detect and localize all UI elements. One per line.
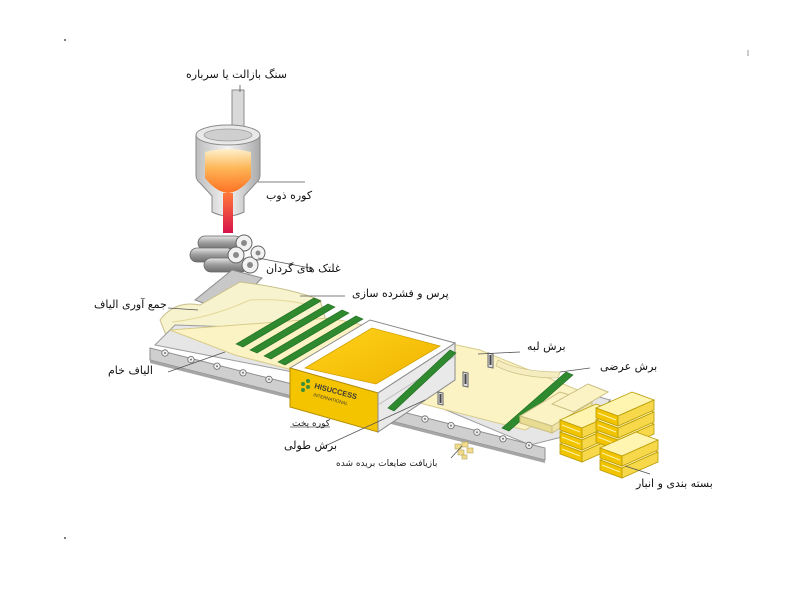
conveyor-roller-hub bbox=[528, 444, 530, 447]
spinning-rollers bbox=[189, 234, 266, 274]
label-basalt-stone: سنگ بازالت یا سرباره bbox=[186, 68, 287, 81]
label-edge-cut: برش لبه bbox=[527, 340, 566, 353]
label-packaging-storage: بسته بندی و انبار bbox=[636, 477, 713, 490]
press-bar bbox=[249, 303, 336, 354]
label-press-compression: پرس و فشرده سازی bbox=[352, 287, 449, 300]
press-bar bbox=[263, 309, 350, 360]
corner-mark bbox=[64, 537, 66, 539]
label-spinning-rollers: غلتک های گردان bbox=[266, 262, 341, 275]
corner-mark bbox=[64, 39, 66, 41]
label-longitudinal-cut: برش طولی bbox=[284, 439, 338, 452]
press-bar-exit bbox=[387, 349, 457, 412]
conveyor-roller-hub bbox=[476, 431, 478, 434]
press-compression-bars bbox=[235, 297, 364, 366]
packaged-stacks bbox=[558, 391, 660, 479]
label-baking-oven: کوره پخت bbox=[292, 419, 331, 429]
conveyor-roller-hub bbox=[242, 371, 244, 374]
conveyor-roller-hub bbox=[450, 424, 452, 427]
packaged-slab bbox=[594, 391, 656, 427]
conveyor-roller-hub bbox=[268, 378, 270, 381]
label-melting-furnace: کوره ذوب bbox=[266, 189, 313, 202]
leader-lines bbox=[167, 85, 651, 475]
label-cross-cut: برش عرضی bbox=[600, 360, 658, 373]
conveyor-roller-hub bbox=[216, 365, 218, 368]
packaged-slab bbox=[598, 431, 660, 467]
press-bar bbox=[235, 297, 322, 348]
conveyor-roller-hub bbox=[164, 352, 166, 354]
label-fiber-collection: جمع آوری الیاف bbox=[94, 298, 167, 311]
edge-cutters bbox=[437, 352, 494, 406]
conveyor-roller-hub bbox=[424, 418, 426, 420]
press-bar bbox=[277, 315, 364, 366]
baking-oven: HISUCCESS INTERNATIONAL bbox=[288, 319, 457, 433]
label-waste-recycling: بازیافت ضایعات بریده شده bbox=[336, 459, 438, 469]
edge-strip bbox=[495, 359, 561, 379]
conveyor-roller-hub bbox=[502, 437, 504, 440]
melting-furnace bbox=[195, 89, 261, 233]
label-raw-fiber: الیاف خام bbox=[108, 364, 153, 377]
waste-pieces bbox=[454, 441, 474, 460]
conveyor-roller-hub bbox=[190, 358, 192, 361]
